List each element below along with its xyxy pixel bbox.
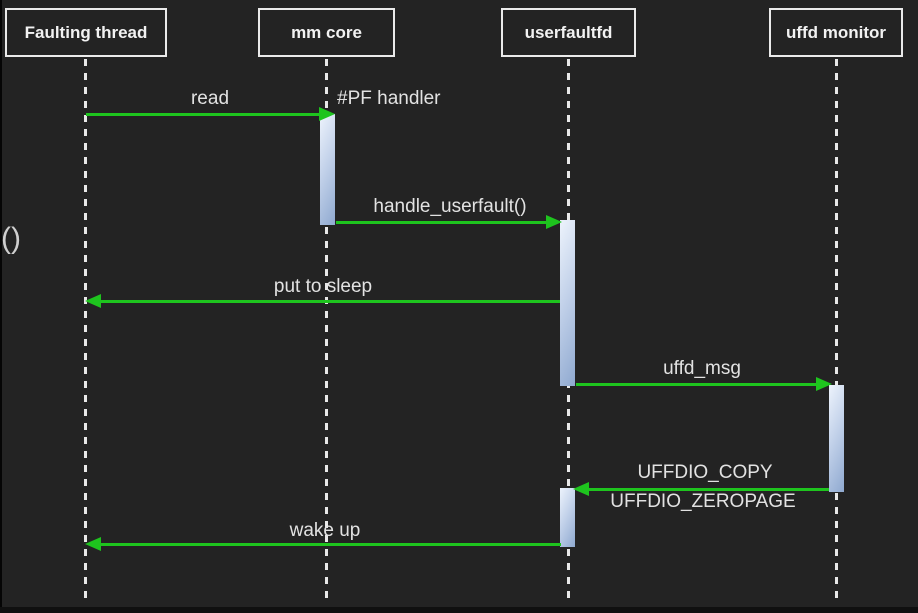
arrowhead-left-icon xyxy=(573,482,589,496)
lifeline-uffd-monitor xyxy=(835,59,838,600)
message-label-wake-up: wake up xyxy=(289,520,361,541)
lifeline-faulting-thread xyxy=(84,59,87,600)
message-line-uffd-msg xyxy=(576,383,817,386)
arrowhead-right-icon xyxy=(546,215,562,229)
message-line-read xyxy=(86,113,320,116)
lifeline-mm-core xyxy=(325,59,328,600)
message-label-uffdio-copy: UFFDIO_COPY xyxy=(637,462,773,483)
activation-bar-userfaultfd-1 xyxy=(560,220,575,386)
activation-bar-uffd-monitor xyxy=(829,385,844,492)
message-line-put-to-sleep xyxy=(100,300,560,303)
message-label-uffdio-zeropage: UFFDIO_ZEROPAGE xyxy=(610,491,796,512)
arrowhead-right-icon xyxy=(319,107,335,121)
message-label-put-to-sleep: put to sleep xyxy=(273,276,373,297)
annotation-pf-handler: #PF handler xyxy=(337,88,441,109)
arrowhead-right-icon xyxy=(816,377,832,391)
participant-uffd-monitor: uffd monitor xyxy=(769,8,903,57)
participant-userfaultfd: userfaultfd xyxy=(501,8,636,57)
activation-bar-mm-core xyxy=(320,114,335,225)
arrowhead-left-icon xyxy=(85,294,101,308)
message-line-handle-userfault xyxy=(336,221,547,224)
cropped-left-edge-label: () xyxy=(1,222,21,255)
message-label-handle-userfault: handle_userfault() xyxy=(373,196,527,217)
message-line-wake-up xyxy=(100,543,561,546)
message-label-uffd-msg: uffd_msg xyxy=(663,358,741,379)
participant-mm-core: mm core xyxy=(258,8,395,57)
bottom-crop-edge xyxy=(0,607,918,613)
message-line-uffdio-copy xyxy=(589,488,829,491)
arrowhead-left-icon xyxy=(85,537,101,551)
activation-bar-userfaultfd-2 xyxy=(560,488,575,547)
message-label-read: read xyxy=(190,88,230,109)
participant-faulting-thread: Faulting thread xyxy=(5,8,167,57)
left-crop-edge xyxy=(0,0,2,613)
